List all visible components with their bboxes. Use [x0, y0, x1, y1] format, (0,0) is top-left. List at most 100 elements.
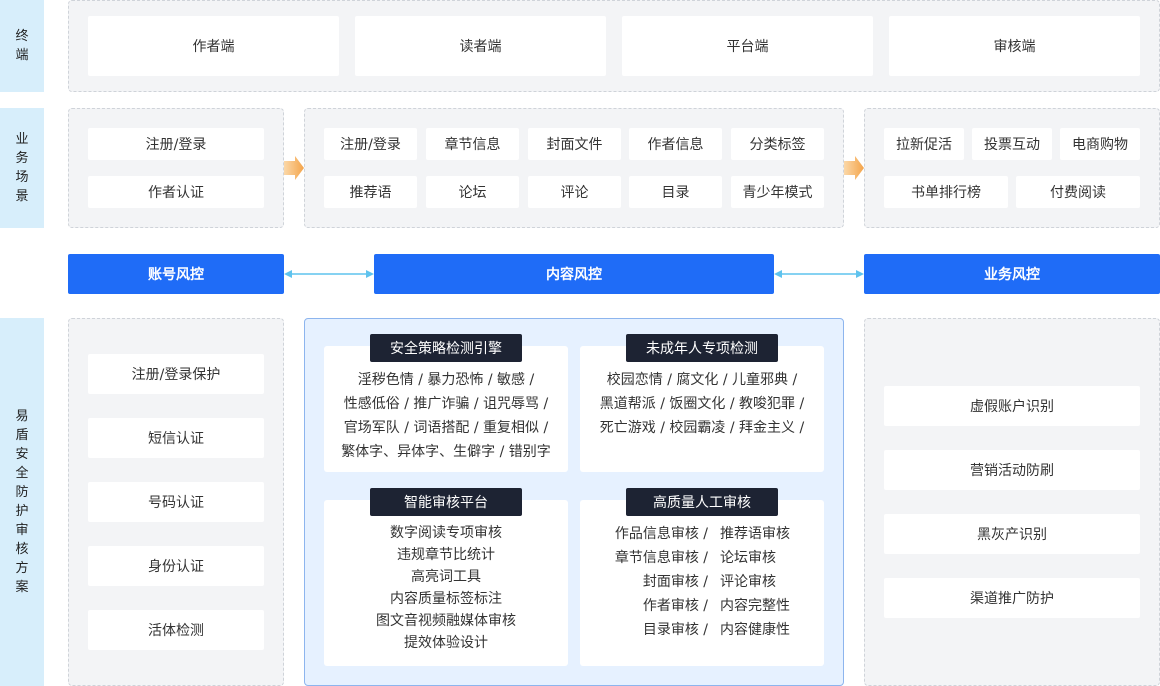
bar-label: 账号风控	[148, 267, 204, 283]
scenario-item: 推荐语	[324, 176, 417, 208]
lane-terminal-label: 终端	[15, 29, 29, 63]
account-item-label: 注册/登录保护	[131, 367, 221, 383]
business-item-label: 虚假账户识别	[970, 399, 1054, 415]
manual-row: 章节信息审核 / 论坛审核	[580, 546, 824, 570]
terminal-label: 作者端	[192, 39, 235, 55]
manual-rows: 作品信息审核 /推荐语审核 章节信息审核 /论坛审核 封面审核 /评论审核 作者…	[580, 522, 824, 642]
manual-left: 目录审核 /	[642, 622, 708, 638]
terminal-platform: 平台端	[622, 16, 873, 76]
card-line: 繁体字、异体字、生僻字 / 错别字	[341, 444, 551, 460]
manual-left: 作品信息审核 /	[614, 526, 708, 542]
scenario-item: 投票互动	[972, 128, 1052, 160]
minor-lines: 校园恋情 / 腐文化 / 儿童邪典 / 黑道帮派 / 饭圈文化 / 教唆犯罪 /…	[580, 368, 824, 440]
card-line: 数字阅读专项审核	[390, 525, 502, 541]
scenario-item: 电商购物	[1060, 128, 1140, 160]
card-title-label: 未成年人专项检测	[646, 341, 758, 357]
strategy-title: 安全策略检测引擎	[370, 334, 522, 362]
scenario-label: 电商购物	[1072, 137, 1128, 153]
scenario-label: 评论	[560, 185, 589, 201]
card-line: 提效体验设计	[404, 635, 488, 651]
manual-card	[580, 500, 824, 666]
manual-right: 内容完整性	[720, 598, 790, 614]
business-item-label: 渠道推广防护	[970, 591, 1054, 607]
manual-left: 作者审核 /	[642, 598, 708, 614]
scenario-label: 作者信息	[647, 137, 704, 153]
scenario-item: 注册/登录	[324, 128, 417, 160]
smart-card	[324, 500, 568, 666]
minor-card	[580, 346, 824, 472]
manual-row: 作者审核 / 内容完整性	[580, 594, 824, 618]
card-title-label: 安全策略检测引擎	[390, 341, 502, 357]
double-arrow-icon	[774, 270, 864, 278]
scenario-label: 目录	[661, 185, 690, 201]
strategy-lines: 淫秽色情 / 暴力恐怖 / 敏感 / 性感低俗 / 推广诈骗 / 诅咒辱骂 / …	[324, 368, 568, 464]
terminal-label: 读者端	[459, 39, 502, 55]
scenario-label: 论坛	[458, 185, 487, 201]
scenario-label: 拉新促活	[896, 137, 952, 153]
manual-left: 封面审核 /	[642, 574, 708, 590]
card-title-label: 高质量人工审核	[653, 495, 751, 511]
card-title-label: 智能审核平台	[404, 495, 488, 511]
card-line: 淫秽色情 / 暴力恐怖 / 敏感 /	[357, 372, 535, 388]
manual-row: 作品信息审核 / 推荐语审核	[580, 522, 824, 546]
manual-right: 推荐语审核	[720, 526, 790, 542]
account-risk-bar: 账号风控	[68, 254, 284, 294]
business-item-label: 营销活动防刷	[970, 463, 1054, 479]
account-item: 短信认证	[88, 418, 264, 458]
scenario-label: 章节信息	[444, 137, 501, 153]
content-risk-bar: 内容风控	[374, 254, 774, 294]
manual-left: 章节信息审核 /	[614, 550, 708, 566]
scenario-label: 作者认证	[148, 185, 204, 201]
bar-label: 内容风控	[546, 267, 602, 283]
account-item-label: 短信认证	[148, 431, 204, 447]
card-line: 内容质量标签标注	[390, 591, 502, 607]
scenario-item: 青少年模式	[731, 176, 824, 208]
scenario-item: 书单排行榜	[884, 176, 1008, 208]
scenario-item: 论坛	[426, 176, 519, 208]
card-line: 死亡游戏 / 校园霸凌 / 拜金主义 /	[599, 420, 805, 436]
manual-right: 内容健康性	[720, 622, 790, 638]
card-line: 官场军队 / 词语搭配 / 重复相似 /	[343, 420, 549, 436]
scenario-content-panel	[304, 108, 844, 228]
scenario-label: 付费阅读	[1050, 185, 1106, 201]
manual-right: 论坛审核	[720, 550, 776, 566]
account-item: 注册/登录保护	[88, 354, 264, 394]
scenario-item: 付费阅读	[1016, 176, 1140, 208]
double-arrow-icon	[284, 270, 374, 278]
flow-arrow-icon	[844, 156, 864, 180]
terminal-label: 平台端	[726, 39, 769, 55]
smart-title: 智能审核平台	[370, 488, 522, 516]
minor-title: 未成年人专项检测	[626, 334, 778, 362]
account-item: 号码认证	[88, 482, 264, 522]
lane-solution-label: 易盾安全防护审核方案	[15, 409, 29, 595]
lane-scenario-label: 业务场景	[15, 132, 29, 204]
terminal-label: 审核端	[993, 39, 1036, 55]
scenario-label: 推荐语	[349, 185, 392, 201]
scenario-item: 评论	[528, 176, 621, 208]
terminal-reader: 读者端	[355, 16, 606, 76]
card-line: 违规章节比统计	[397, 547, 495, 563]
business-item: 渠道推广防护	[884, 578, 1140, 618]
bar-label: 业务风控	[984, 267, 1040, 283]
scenario-item: 注册/登录	[88, 128, 264, 160]
scenario-label: 青少年模式	[742, 185, 813, 201]
account-item-label: 活体检测	[148, 623, 204, 639]
business-item-label: 黑灰产识别	[977, 527, 1047, 543]
scenario-item: 作者信息	[629, 128, 722, 160]
terminal-author: 作者端	[88, 16, 339, 76]
card-line: 性感低俗 / 推广诈骗 / 诅咒辱骂 /	[343, 396, 549, 412]
smart-lines: 数字阅读专项审核 违规章节比统计 高亮词工具 内容质量标签标注 图文音视频融媒体…	[324, 522, 568, 654]
card-line: 黑道帮派 / 饭圈文化 / 教唆犯罪 /	[599, 396, 805, 412]
account-item-label: 身份认证	[148, 559, 204, 575]
card-line: 图文音视频融媒体审核	[376, 613, 516, 629]
scenario-label: 投票互动	[984, 137, 1040, 153]
scenario-item: 作者认证	[88, 176, 264, 208]
lane-terminal: 终端	[0, 0, 44, 92]
business-risk-bar: 业务风控	[864, 254, 1160, 294]
scenario-item: 分类标签	[731, 128, 824, 160]
lane-scenario: 业务场景	[0, 108, 44, 228]
business-risk-panel	[864, 318, 1160, 686]
scenario-label: 分类标签	[749, 137, 806, 153]
account-item: 身份认证	[88, 546, 264, 586]
scenario-label: 注册/登录	[340, 137, 401, 153]
